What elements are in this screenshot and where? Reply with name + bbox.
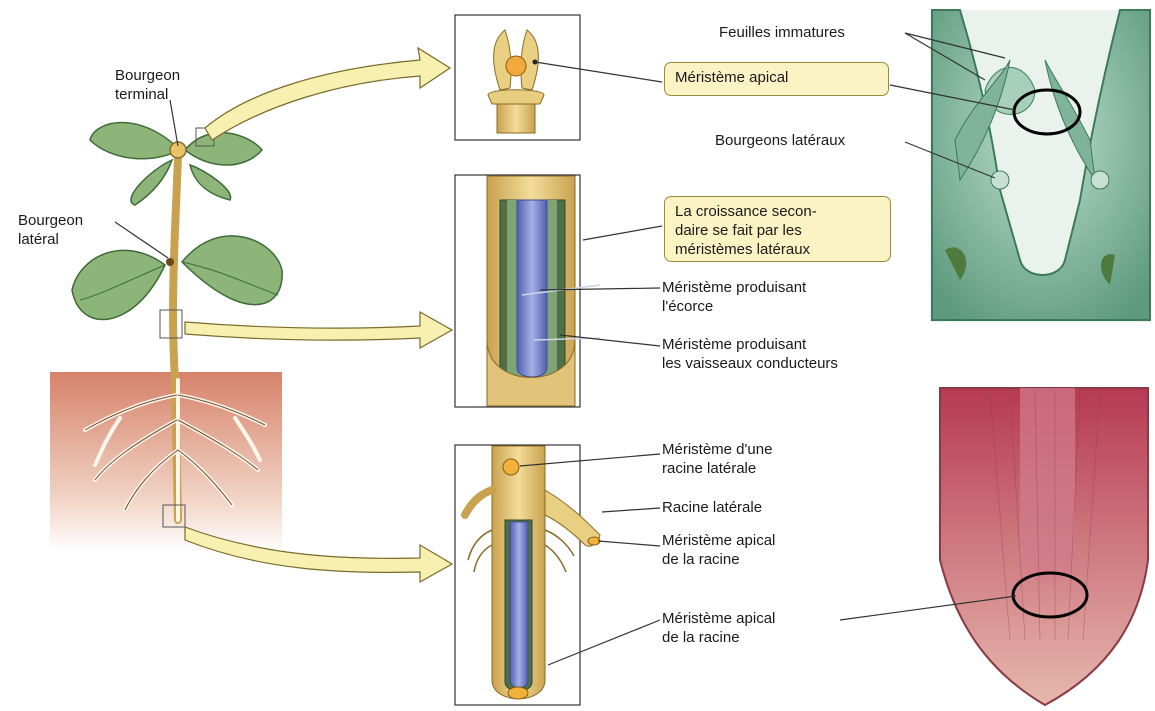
label-meristeme-vaisseaux: Méristème produisant les vaisseaux condu… bbox=[662, 335, 838, 373]
callout-croissance-secondaire: La croissance secon- daire se fait par l… bbox=[664, 196, 891, 262]
label-racine-laterale: Racine latérale bbox=[662, 498, 762, 517]
label-bourgeons-lateraux: Bourgeons latéraux bbox=[715, 131, 845, 150]
stem-section-drawing bbox=[487, 176, 600, 406]
label-bourgeon-lateral: Bourgeon latéral bbox=[18, 211, 83, 249]
label-meristeme-racine-laterale: Méristème d'une racine latérale bbox=[662, 440, 772, 478]
label-meristeme-apical-racine-2: Méristème apical de la racine bbox=[662, 609, 775, 647]
shoot-apex-micrograph bbox=[930, 10, 1150, 322]
label-meristeme-apical-racine-1: Méristème apical de la racine bbox=[662, 531, 775, 569]
label-meristeme-ecorce: Méristème produisant l'écorce bbox=[662, 278, 806, 316]
root-tip-micrograph bbox=[930, 388, 1150, 706]
label-feuilles-immatures: Feuilles immatures bbox=[719, 23, 845, 42]
lateral-bud bbox=[166, 258, 174, 266]
label-bourgeon-terminal: Bourgeon terminal bbox=[115, 66, 180, 104]
callout-meristeme-apical: Méristème apical bbox=[664, 62, 889, 96]
